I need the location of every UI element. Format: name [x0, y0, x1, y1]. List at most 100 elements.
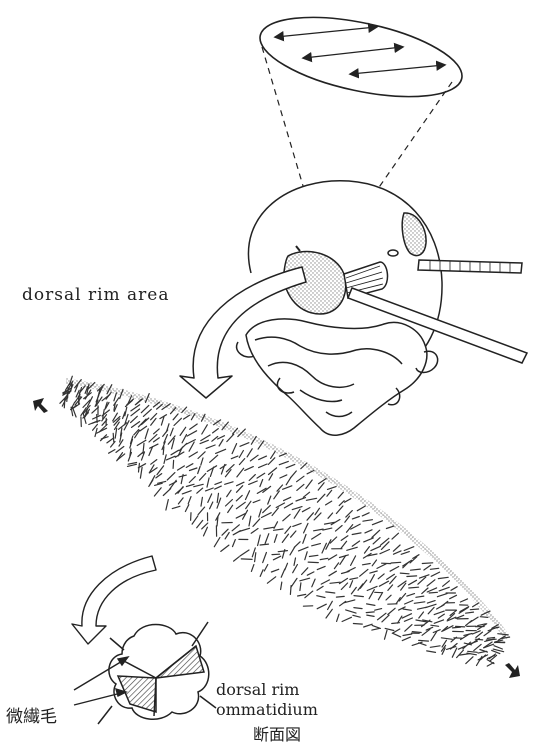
orientation-dash — [150, 444, 158, 448]
orientation-dash — [392, 533, 399, 539]
orientation-dash — [175, 487, 183, 494]
orientation-dash — [347, 568, 355, 572]
orientation-dash — [293, 523, 301, 526]
orientation-dash — [362, 513, 369, 516]
orientation-dash — [419, 640, 429, 641]
orientation-dash — [466, 612, 474, 613]
orientation-dash — [342, 617, 351, 621]
orientation-dash — [206, 488, 214, 491]
orientation-dash — [360, 569, 368, 576]
orientation-dash — [354, 596, 363, 597]
orientation-dash — [388, 585, 393, 591]
orientation-dash — [411, 569, 421, 570]
orientation-dash — [437, 594, 447, 597]
orientation-dash — [143, 409, 151, 416]
orientation-dash — [450, 595, 457, 598]
orientation-dash — [357, 506, 365, 511]
orientation-dash — [429, 592, 437, 593]
orientation-dash — [317, 494, 325, 502]
orientation-dash — [315, 508, 319, 515]
orientation-dash — [286, 464, 295, 468]
orientation-dash — [430, 568, 438, 569]
orientation-dash — [194, 484, 203, 486]
orientation-dash — [328, 487, 337, 490]
orientation-dash — [151, 460, 157, 465]
orientation-dash — [249, 481, 258, 484]
orientation-dash — [326, 540, 331, 550]
orientation-dash — [272, 508, 278, 516]
orientation-dash — [259, 456, 267, 460]
orientation-dash — [236, 502, 245, 508]
orientation-dash — [253, 500, 260, 503]
orientation-dash — [427, 580, 435, 586]
orientation-dash — [283, 486, 292, 490]
orientation-dash — [372, 521, 382, 525]
orientation-dash — [319, 479, 327, 484]
orientation-dash — [430, 646, 440, 648]
orientation-dash — [420, 575, 429, 578]
orientation-dash — [393, 634, 400, 637]
orientation-dash — [350, 581, 353, 588]
orientation-dash — [364, 624, 373, 627]
orientation-dash — [189, 452, 197, 457]
orientation-dash — [137, 440, 146, 445]
orientation-dash — [240, 550, 249, 556]
orientation-dash — [353, 624, 362, 625]
orientation-dash — [345, 499, 351, 503]
orientation-dash — [370, 575, 374, 583]
orientation-dash — [363, 520, 373, 522]
orientation-dash — [298, 594, 306, 596]
orientation-dash — [282, 534, 288, 542]
orientation-dash — [239, 528, 249, 531]
orientation-dash — [305, 552, 307, 560]
orientation-dash — [370, 571, 377, 573]
orientation-dash — [109, 450, 115, 454]
orientation-dash — [278, 551, 287, 552]
orientation-dash — [353, 615, 360, 617]
orientation-dash — [317, 586, 323, 590]
orientation-dash — [139, 463, 140, 472]
orientation-dash — [246, 491, 250, 500]
orientation-dash — [198, 507, 205, 514]
orientation-dash — [487, 638, 494, 639]
orientation-dash — [182, 491, 191, 494]
orientation-dash — [487, 663, 493, 667]
orientation-dash — [302, 568, 308, 575]
orientation-dash — [260, 544, 268, 545]
orientation-dash — [184, 415, 190, 419]
orientation-dash — [388, 608, 395, 614]
orientation-dash — [299, 547, 309, 551]
orientation-dash — [217, 493, 218, 502]
orientation-dash — [358, 584, 363, 590]
orientation-dash — [225, 533, 229, 539]
orientation-dash — [185, 505, 188, 512]
orientation-dash — [232, 525, 239, 531]
orientation-dash — [172, 506, 180, 508]
orientation-dash — [312, 544, 321, 546]
orientation-dash — [328, 601, 333, 609]
orientation-dash — [307, 572, 314, 575]
orientation-dash — [350, 578, 358, 580]
orientation-dash — [434, 611, 444, 615]
orientation-dash — [475, 639, 482, 640]
orientation-dash — [329, 571, 336, 576]
orientation-dash — [294, 558, 296, 565]
orientation-dash — [260, 480, 263, 487]
orientation-dash — [186, 484, 194, 486]
orientation-dash — [234, 557, 240, 561]
orientation-dash — [293, 565, 298, 573]
orientation-dash — [114, 393, 117, 401]
orientation-dash — [186, 464, 193, 468]
ommatidium-cross-section-icon — [98, 622, 216, 724]
orientation-dash — [294, 509, 300, 518]
orientation-dash — [466, 657, 473, 664]
orientation-dash — [157, 466, 164, 475]
orientation-dash — [460, 599, 467, 602]
orientation-dash — [250, 455, 258, 461]
microvilli-label: 微繊毛 — [6, 702, 57, 727]
orientation-dash — [296, 498, 306, 501]
orientation-dash — [264, 527, 274, 529]
orientation-dash — [166, 456, 175, 460]
orientation-dash — [245, 467, 254, 471]
orientation-dash — [354, 608, 362, 609]
